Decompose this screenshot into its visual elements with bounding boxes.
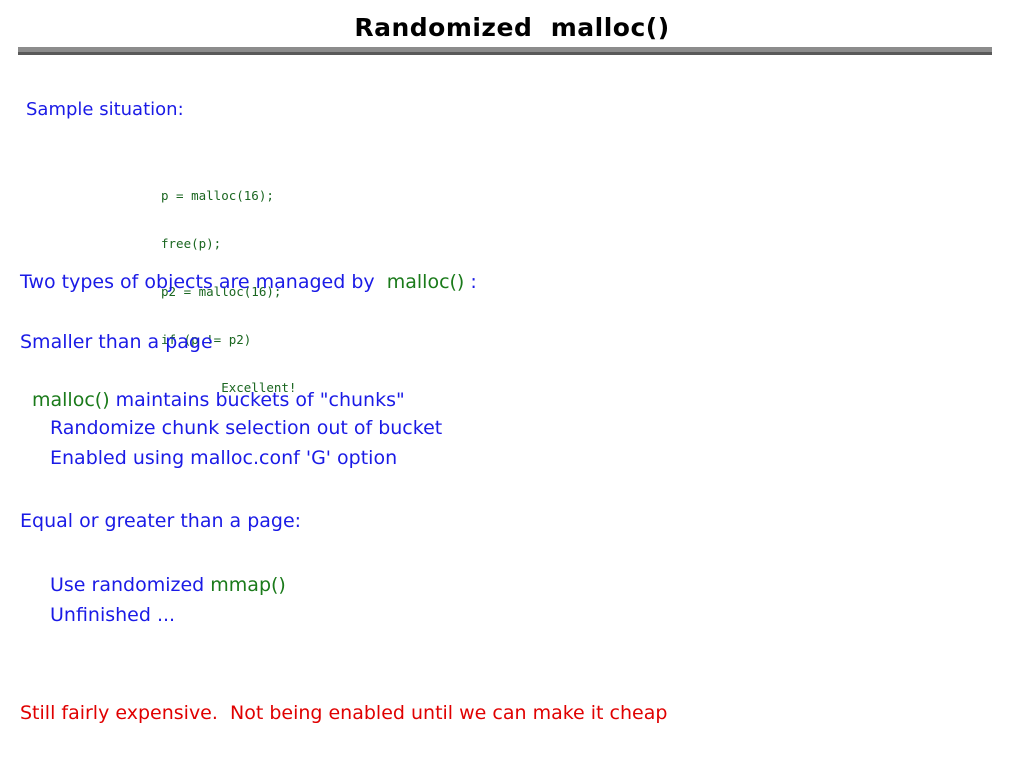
mmap-token: mmap() [210, 574, 286, 596]
use-randomized-prefix: Use randomized [50, 574, 211, 596]
sample-situation-label: Sample situation: [26, 99, 184, 120]
two-types-prefix: Two types of objects are managed by [20, 271, 387, 293]
code-line: free(p); [161, 236, 222, 251]
randomize-chunk-line: Randomize chunk selection out of bucket [50, 417, 443, 439]
malloc-token: malloc() [32, 389, 110, 411]
two-types-line: Two types of objects are managed by mall… [20, 270, 477, 294]
closing-statement: Still fairly expensive. Not being enable… [20, 702, 668, 724]
page-title: Randomized malloc() [354, 13, 670, 42]
code-line: p2 = malloc(16); [161, 284, 282, 299]
code-line: Excellent! [161, 380, 297, 395]
smaller-than-page-heading: Smaller than a page [20, 331, 213, 353]
enabled-malloc-conf-line: Enabled using malloc.conf 'G' option [50, 447, 398, 469]
equal-or-greater-heading: Equal or greater than a page: [20, 510, 302, 532]
unfinished-line: Unfinished ... [50, 604, 176, 626]
code-line: if (p != p2) [161, 332, 252, 347]
code-block: p = malloc(16); free(p); p2 = malloc(16)… [161, 156, 296, 412]
malloc-token: malloc() [386, 271, 465, 293]
maintains-buckets-text: maintains buckets of "chunks" [109, 389, 405, 411]
code-line: p = malloc(16); [161, 188, 274, 203]
use-randomized-mmap-line: Use randomized mmap() [50, 573, 286, 597]
title-divider [18, 47, 992, 55]
two-types-suffix: : [464, 271, 477, 293]
maintains-buckets-line: malloc() maintains buckets of "chunks" [32, 388, 405, 412]
